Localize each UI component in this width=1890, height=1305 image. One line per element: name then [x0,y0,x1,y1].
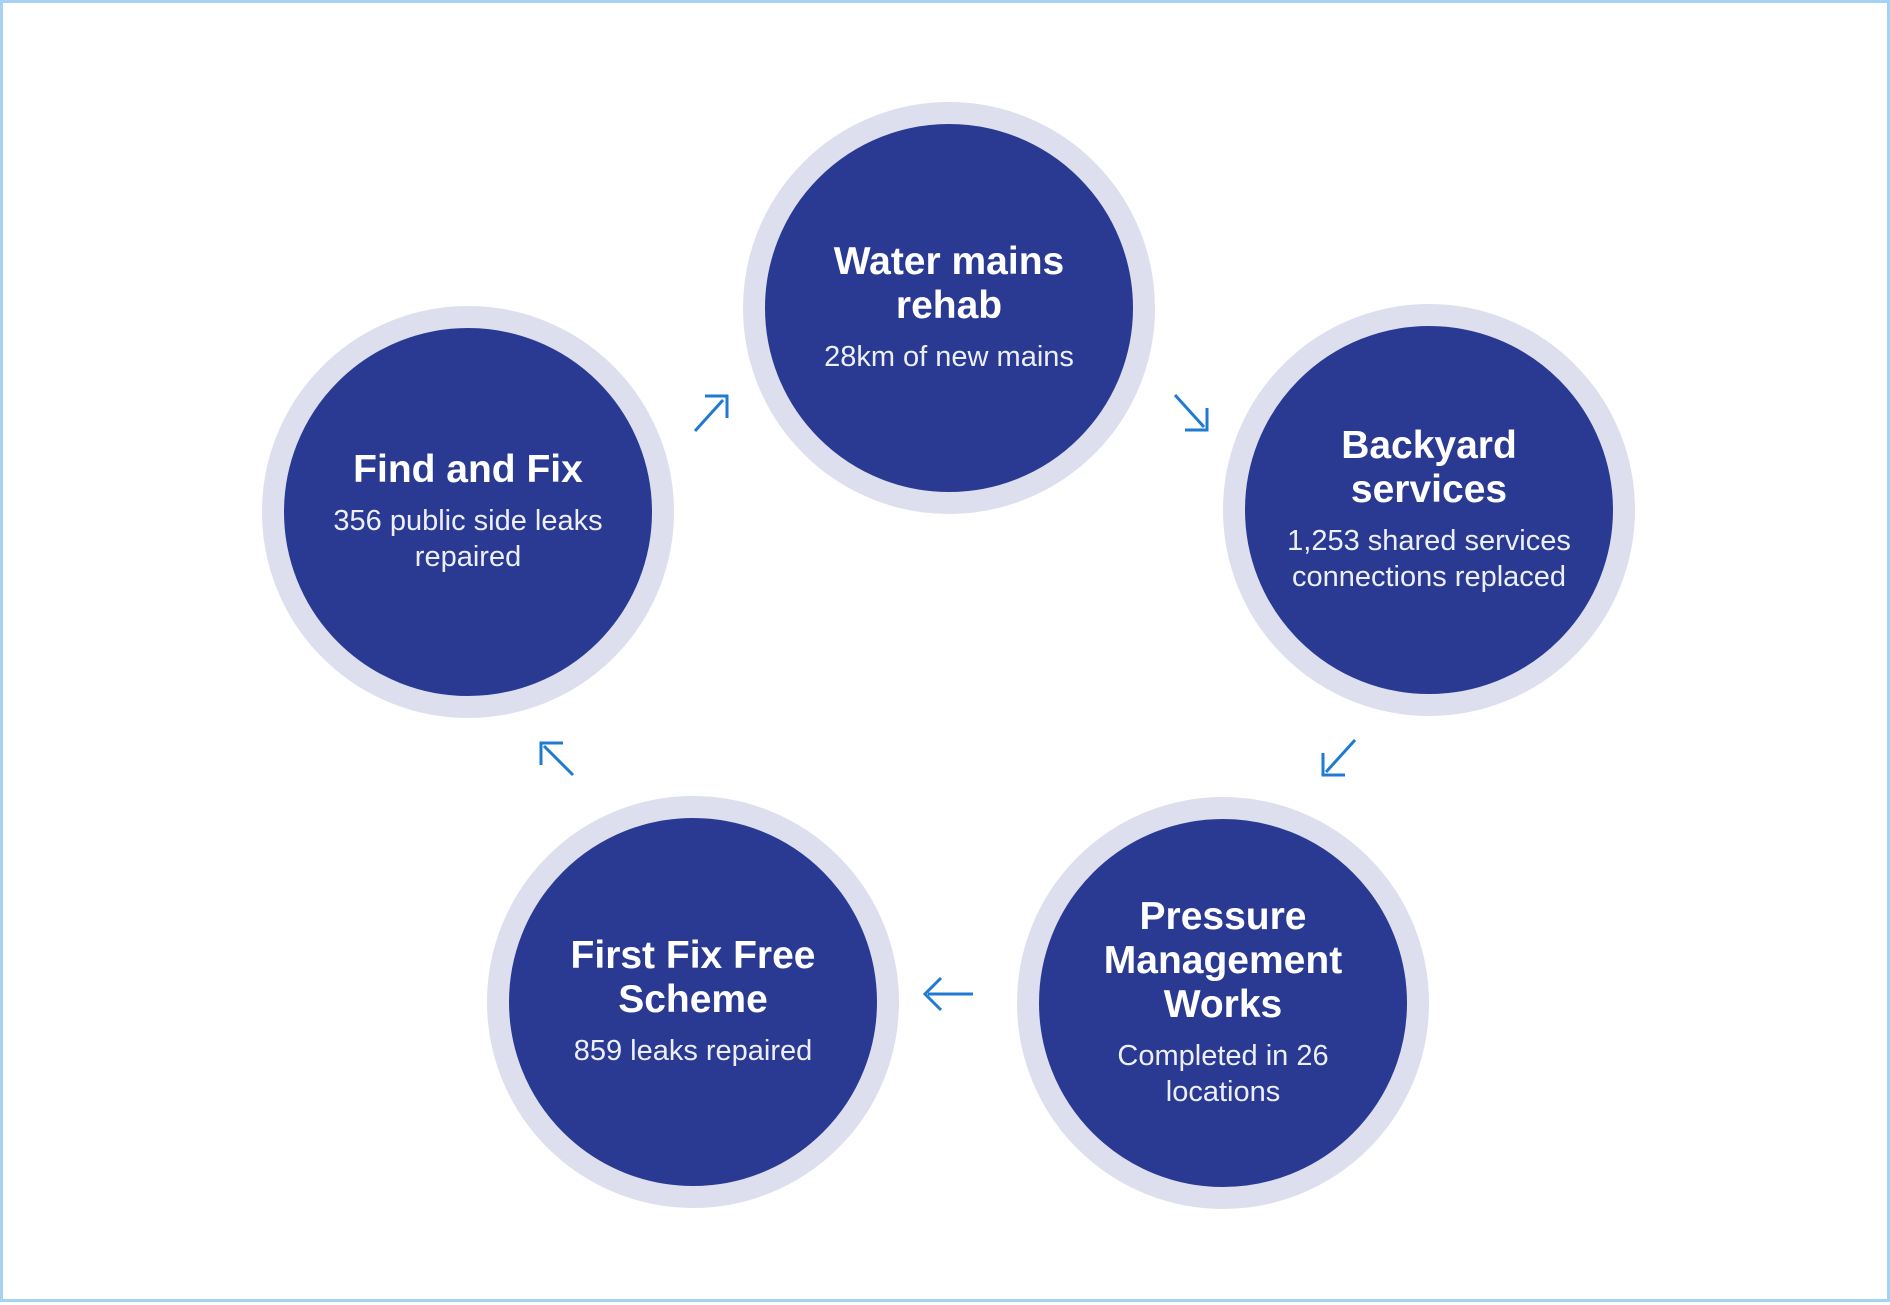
arrow-up-left-icon [539,741,575,777]
cycle-node-first-fix-free-scheme: First Fix Free Scheme 859 leaks repaired [487,796,899,1208]
node-subtitle: 859 leaks repaired [573,1035,813,1068]
node-title: Find and Fix [353,448,583,492]
node-content: Find and Fix 356 public side leaks repai… [302,448,634,576]
cycle-node-pressure-management-works: Pressure Management Works Completed in 2… [1017,797,1429,1209]
arrow-up-right-icon [693,394,729,433]
node-subtitle: 356 public side leaks repaired [333,505,603,574]
node-content: Backyard services 1,253 shared services … [1263,424,1595,596]
cycle-diagram: Water mains rehab 28km of new mains Back… [3,3,1887,1299]
node-subtitle: 1,253 shared services connections replac… [1287,525,1571,594]
arrow-down-right-icon [1173,393,1209,432]
node-content: First Fix Free Scheme 859 leaks repaired [527,934,859,1070]
node-title: Water mains rehab [833,239,1065,328]
arrow-down-left-icon [1321,738,1357,777]
node-title: Pressure Management Works [1103,894,1343,1027]
node-title: Backyard services [1341,423,1517,512]
cycle-node-water-mains-rehab: Water mains rehab 28km of new mains [743,102,1155,514]
node-subtitle: 28km of new mains [824,341,1074,374]
node-content: Water mains rehab 28km of new mains [783,240,1115,376]
arrow-left-icon [922,976,973,1012]
cycle-node-find-and-fix: Find and Fix 356 public side leaks repai… [262,306,674,718]
node-title: First Fix Free Scheme [570,933,816,1022]
node-content: Pressure Management Works Completed in 2… [1057,895,1389,1111]
cycle-node-backyard-services: Backyard services 1,253 shared services … [1223,304,1635,716]
node-subtitle: Completed in 26 locations [1117,1040,1329,1109]
